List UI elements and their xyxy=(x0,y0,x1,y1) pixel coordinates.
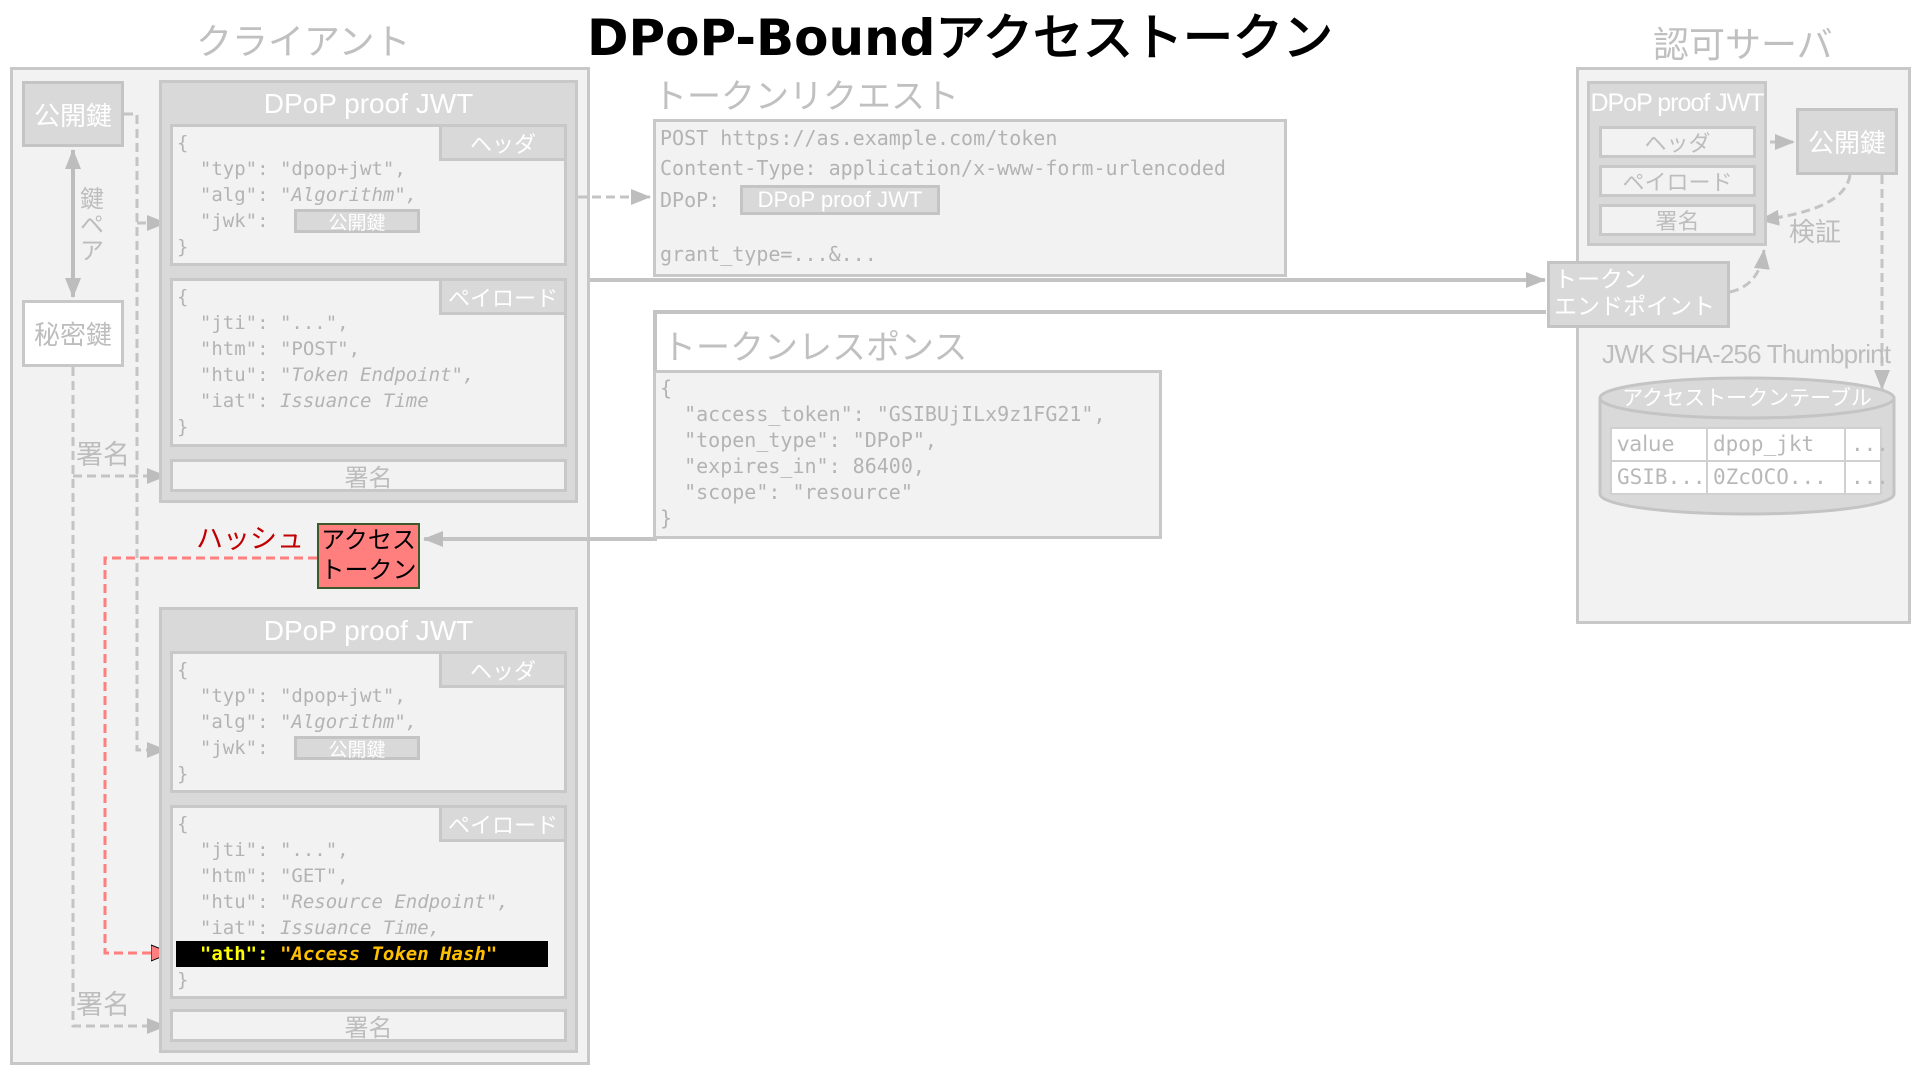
table-cell: GSIB... xyxy=(1610,460,1708,495)
client-public-key: 公開鍵 xyxy=(22,81,124,147)
payload-code: { "jti": "...", "htm": "POST", "htu": "T… xyxy=(177,286,475,438)
request-line: grant_type=...&... xyxy=(660,242,877,266)
request-line: Content-Type: application/x-www-form-url… xyxy=(660,156,1226,180)
server-public-key: 公開鍵 xyxy=(1796,108,1898,175)
jwk-public-key: 公開鍵 xyxy=(294,209,420,234)
server-jwt-payload: ペイロード xyxy=(1599,165,1756,197)
table-cell: 0ZcOCO... xyxy=(1706,460,1846,495)
access-token-box: アクセストークン xyxy=(317,523,420,589)
client-private-key: 秘密鍵 xyxy=(22,300,124,367)
response-json-line: "expires_in": 86400, xyxy=(660,454,925,478)
payload-tab: ペイロード xyxy=(439,281,564,315)
verify-label: 検証 xyxy=(1789,218,1842,248)
header-tab: ヘッダ xyxy=(439,127,564,161)
jwt-title: DPoP proof JWT xyxy=(1590,89,1764,117)
token-response-box: { "access_token": "GSIBUjILx9z1FG21", "t… xyxy=(653,370,1162,539)
table-cell: ... xyxy=(1844,460,1889,495)
response-json-line: "access_token": "GSIBUjILx9z1FG21", xyxy=(660,402,1106,426)
request-line: POST https://as.example.com/token xyxy=(660,126,1058,150)
table-header-cell: ... xyxy=(1844,427,1889,462)
payload-code: { "jti": "...", "htm": "GET", "htu": "Re… xyxy=(177,813,509,991)
request-dpop-value: DPoP proof JWT xyxy=(740,185,940,215)
request-dpop-key: DPoP: xyxy=(660,188,733,212)
jwt1-header: ヘッダ { "typ": "dpop+jwt", "alg": "Algorit… xyxy=(170,124,567,266)
table-header-cell: value xyxy=(1610,427,1708,462)
server-jwt-signature: 署名 xyxy=(1599,204,1756,236)
table-header-cell: dpop_jkt xyxy=(1706,427,1846,462)
client-label: クライアント xyxy=(196,22,411,63)
jwt1-payload: ペイロード { "jti": "...", "htm": "POST", "ht… xyxy=(170,278,567,447)
token-response-label: トークンレスポンス xyxy=(662,328,968,368)
ath-highlight xyxy=(176,941,548,967)
jwt-title: DPoP proof JWT xyxy=(263,88,474,119)
hash-label: ハッシュ xyxy=(196,524,304,555)
jwt2-signature: 署名 xyxy=(170,1009,567,1042)
header-code: { "typ": "dpop+jwt", "alg": "Algorithm",… xyxy=(177,132,418,258)
key-pair-label: 鍵ペア xyxy=(80,185,104,265)
ath-value: "Access Token Hash" xyxy=(279,943,498,965)
header-tab: ヘッダ xyxy=(439,654,564,688)
access-token-table: value dpop_jkt ... GSIB... 0ZcOCO... ... xyxy=(1610,427,1889,497)
jwt2-payload: ペイロード { "jti": "...", "htm": "GET", "htu… xyxy=(170,805,567,999)
response-json-line: { xyxy=(660,376,673,400)
token-request-label: トークンリクエスト xyxy=(653,77,959,117)
thumbprint-label: JWK SHA-256 Thumbprint xyxy=(1602,339,1891,369)
ath-key: "ath": xyxy=(177,943,280,965)
jwt2-header: ヘッダ { "typ": "dpop+jwt", "alg": "Algorit… xyxy=(170,651,567,793)
payload-tab: ペイロード xyxy=(439,808,564,842)
diagram-title: DPoP-Boundアクセストークン xyxy=(587,9,1333,67)
response-json-line: "topen_type": "DPoP", xyxy=(660,428,937,452)
sign-label: 署名 xyxy=(76,440,130,471)
token-endpoint[interactable]: トークンエンドポイント xyxy=(1547,261,1730,328)
server-label: 認可サーバ xyxy=(1653,25,1833,66)
header-code: { "typ": "dpop+jwt", "alg": "Algorithm",… xyxy=(177,659,418,785)
jwt1-signature: 署名 xyxy=(170,459,567,492)
server-jwt-header: ヘッダ xyxy=(1599,126,1756,158)
response-json-line: } xyxy=(660,506,673,530)
sign-label: 署名 xyxy=(76,990,130,1021)
token-request-box: POST https://as.example.com/token Conten… xyxy=(653,119,1287,277)
response-json-line: "scope": "resource" xyxy=(660,480,913,504)
access-token-table-title: アクセストークンテーブル xyxy=(1622,386,1872,410)
jwt-title: DPoP proof JWT xyxy=(263,615,474,646)
jwk-public-key: 公開鍵 xyxy=(294,736,420,761)
